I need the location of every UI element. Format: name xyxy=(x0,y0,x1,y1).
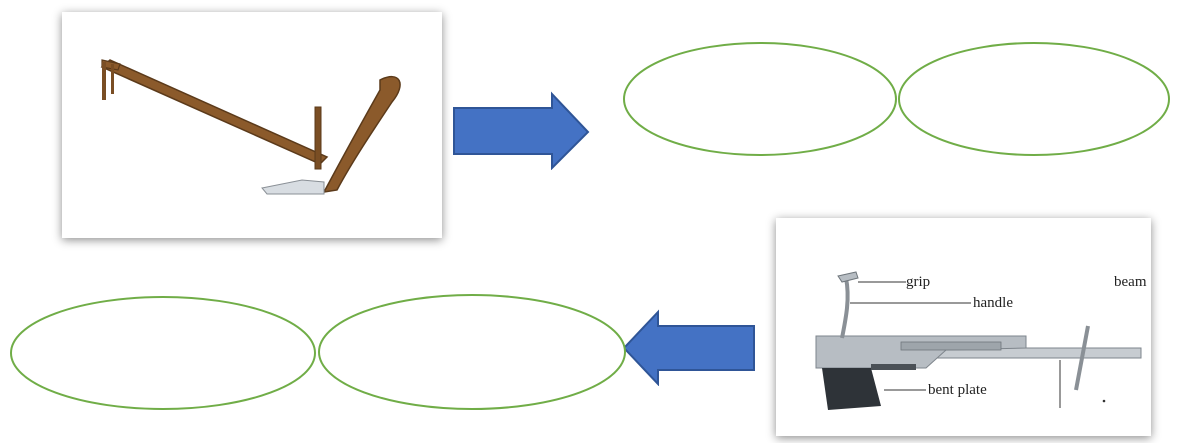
arrow-right-icon xyxy=(453,91,590,170)
top-left-ellipse[interactable] xyxy=(622,40,898,158)
arrow-left-icon xyxy=(622,309,755,386)
plough-labelled-diagram: grip handle beam bent plate xyxy=(815,271,1147,410)
plough-body xyxy=(322,75,401,193)
top-right-ellipse[interactable] xyxy=(896,40,1172,158)
plough-beam xyxy=(100,59,329,165)
plough-front-peg-2 xyxy=(111,64,114,94)
plough-image-card xyxy=(62,12,442,238)
diagram-handle xyxy=(840,277,850,339)
label-bent-plate: bent plate xyxy=(928,382,987,398)
plough-share xyxy=(261,179,325,195)
plough-illustration xyxy=(100,59,401,195)
bottom-left-ellipse[interactable] xyxy=(8,294,318,412)
label-grip: grip xyxy=(906,274,930,290)
plough-front-peg-1 xyxy=(102,62,106,100)
diagram-bent-plate-top xyxy=(871,364,916,370)
diagram-body-plate xyxy=(900,341,1002,351)
label-beam: beam xyxy=(1114,274,1147,290)
diagram-grip xyxy=(837,271,859,283)
label-handle: handle xyxy=(973,295,1013,311)
bottom-right-ellipse[interactable] xyxy=(316,292,628,412)
diagram-bent-plate xyxy=(822,368,881,410)
plough-diagram-card: grip handle beam bent plate xyxy=(776,218,1151,436)
plough-peg xyxy=(314,106,322,170)
diagram-beam-peg xyxy=(1074,325,1090,391)
diagram-dot xyxy=(1102,399,1106,403)
